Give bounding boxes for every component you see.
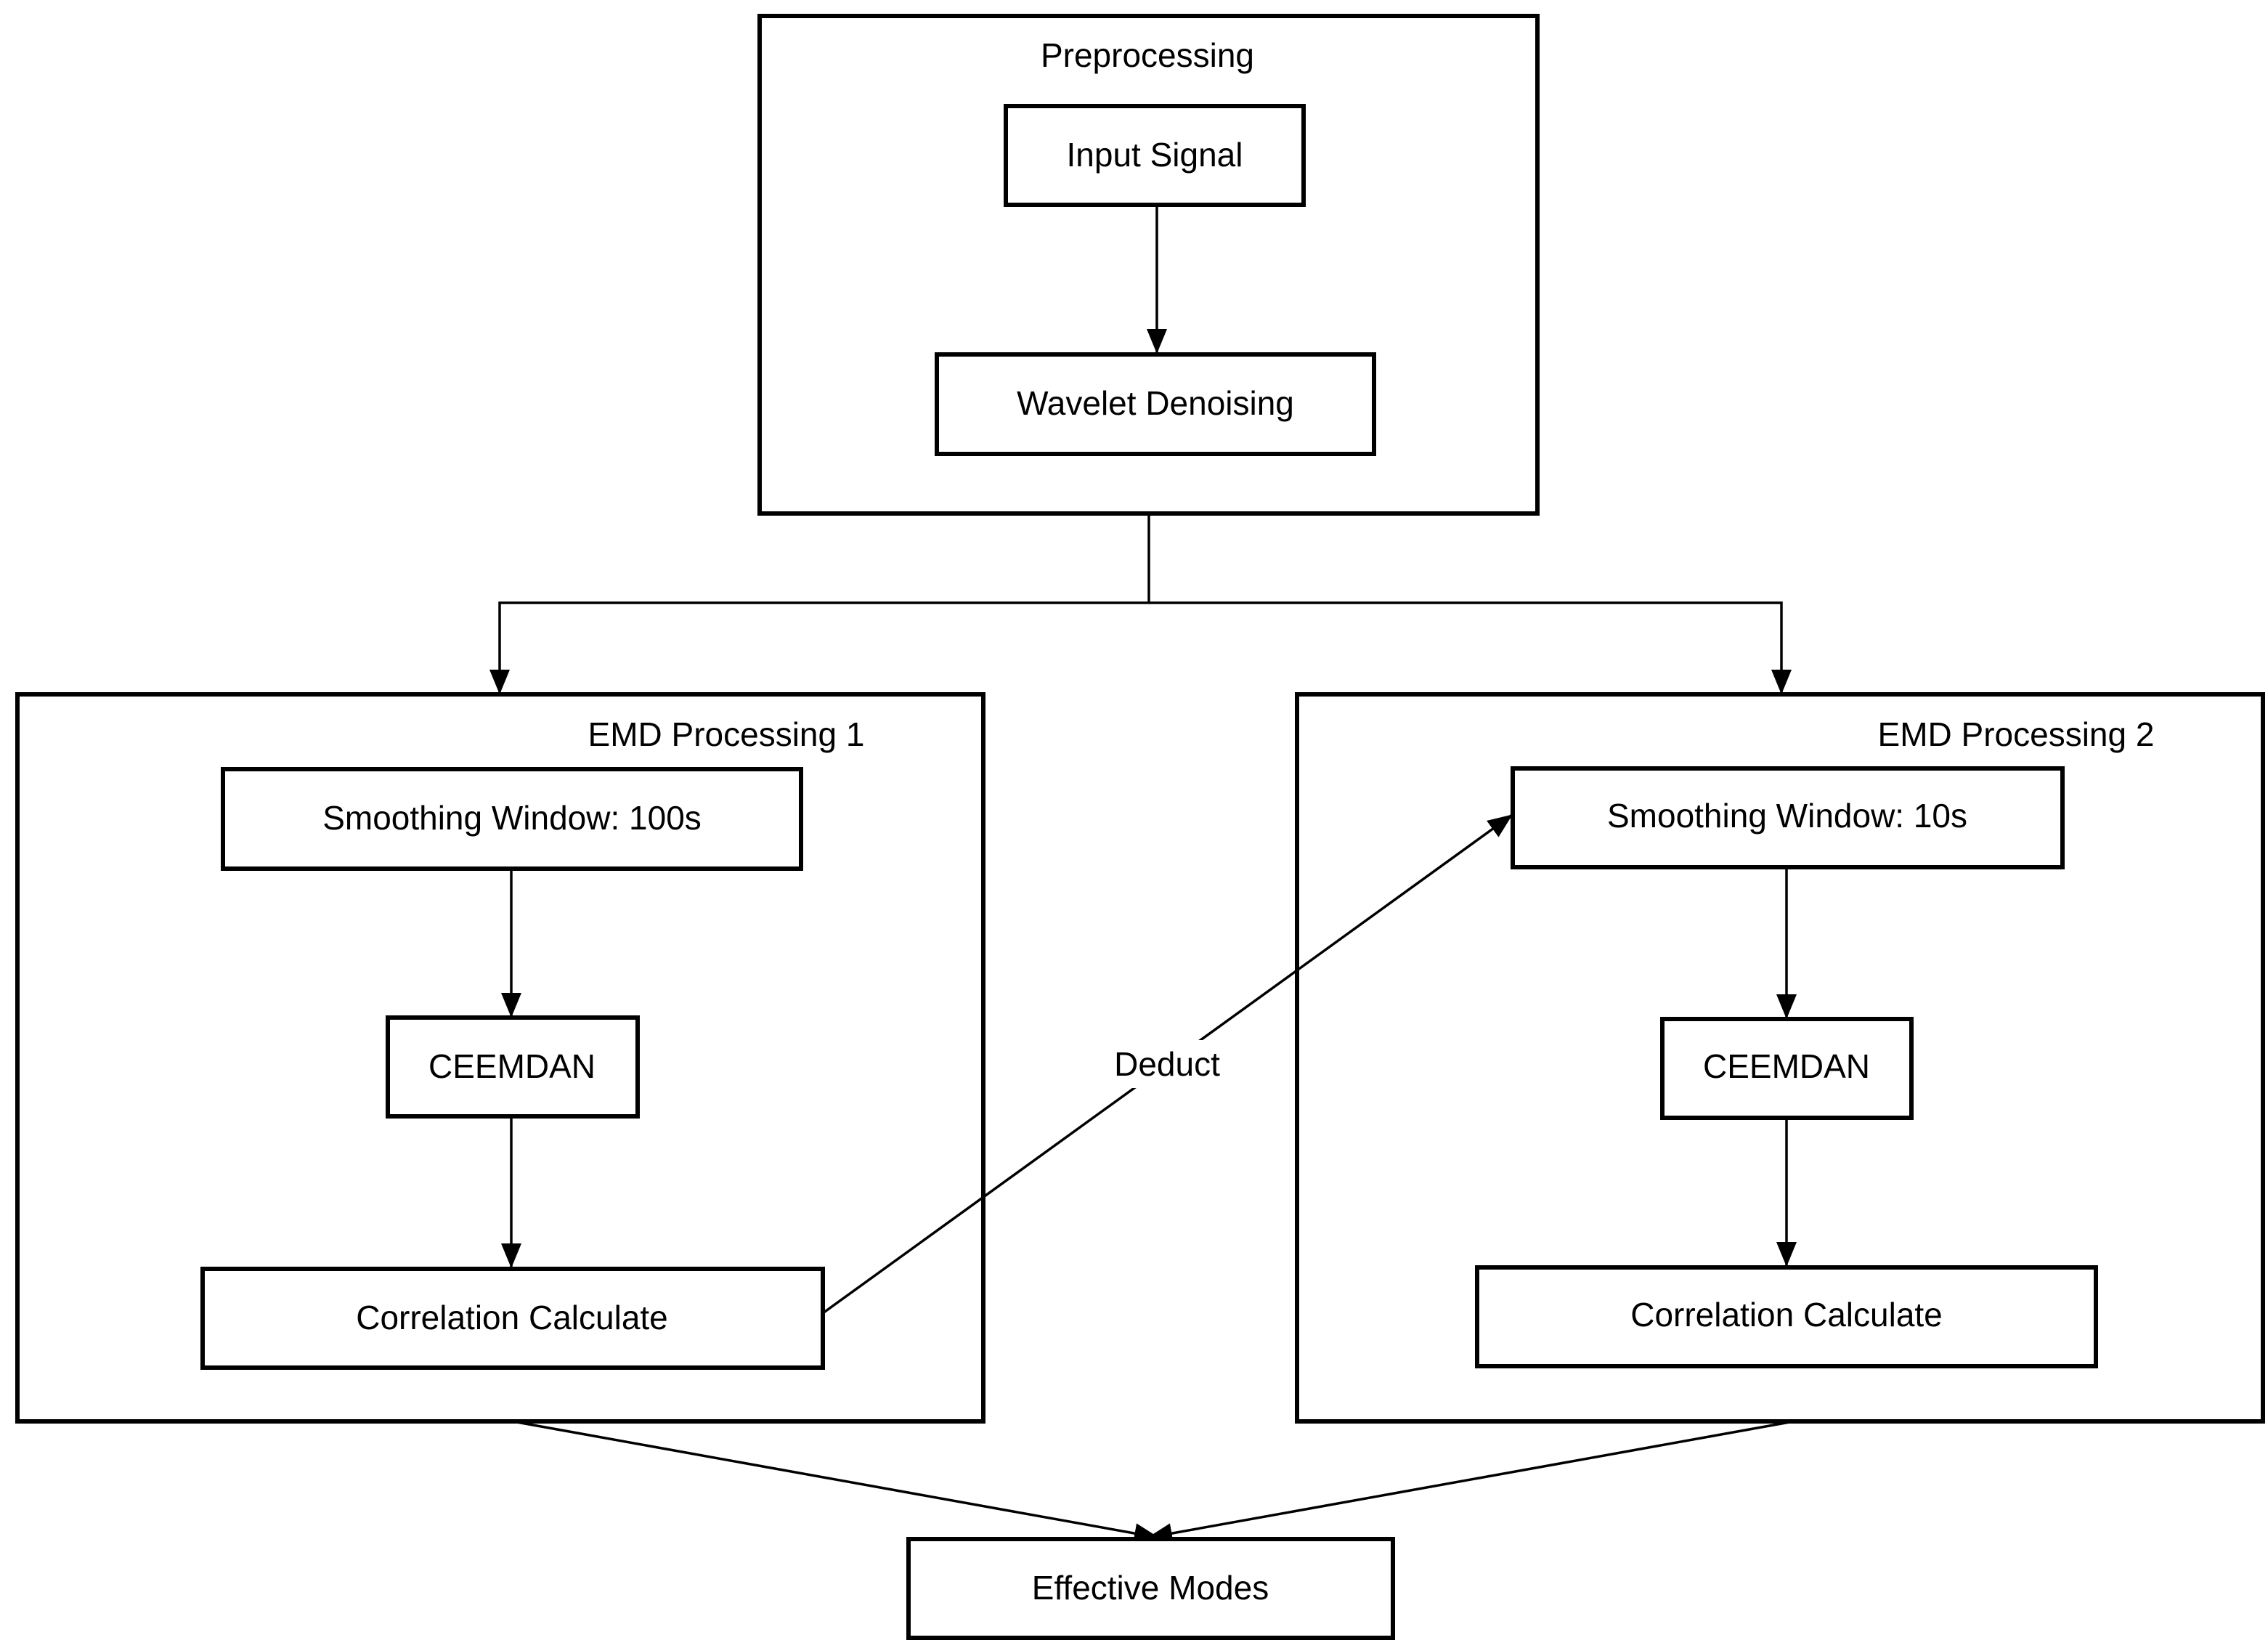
- ceemdan-2-box: [1660, 1017, 1914, 1120]
- deduct-label-background: [1102, 1040, 1232, 1088]
- smoothing-window-100s-box: [221, 767, 803, 871]
- ceemdan-1-box: [386, 1015, 640, 1119]
- edge-preprocessing-split: [489, 514, 1150, 694]
- edge-emd1-to-effective-modes: [512, 1420, 1159, 1543]
- smoothing-window-10s-label: Smoothing Window: 10s: [1607, 797, 1967, 835]
- smoothing-window-100s-label: Smoothing Window: 100s: [322, 799, 702, 837]
- ceemdan-1-label: CEEMDAN: [428, 1047, 596, 1085]
- effective-modes-label: Effective Modes: [1032, 1569, 1269, 1607]
- smoothing-window-10s-box: [1511, 766, 2065, 869]
- correlation-calculate-2-box: [1475, 1265, 2098, 1368]
- edge-preprocessing-to-emd2: [1149, 601, 1792, 694]
- input-signal-label: Input Signal: [1067, 136, 1243, 174]
- correlation-calculate-2-label: Correlation Calculate: [1630, 1296, 1943, 1334]
- effective-modes-box: [906, 1537, 1395, 1640]
- edge-emd2-to-effective-modes: [1147, 1420, 1795, 1543]
- input-signal-box: [1004, 104, 1306, 207]
- emd-processing-2-title: EMD Processing 2: [1878, 715, 2155, 753]
- preprocessing-title: Preprocessing: [1041, 36, 1254, 74]
- wavelet-denoising-label: Wavelet Denoising: [1017, 384, 1294, 422]
- deduct-label: Deduct: [1114, 1045, 1220, 1083]
- emd-processing-1-title: EMD Processing 1: [588, 715, 865, 753]
- correlation-calculate-1-box: [200, 1267, 825, 1370]
- correlation-calculate-1-label: Correlation Calculate: [356, 1299, 668, 1336]
- ceemdan-2-label: CEEMDAN: [1703, 1047, 1870, 1085]
- wavelet-denoising-box: [935, 352, 1376, 456]
